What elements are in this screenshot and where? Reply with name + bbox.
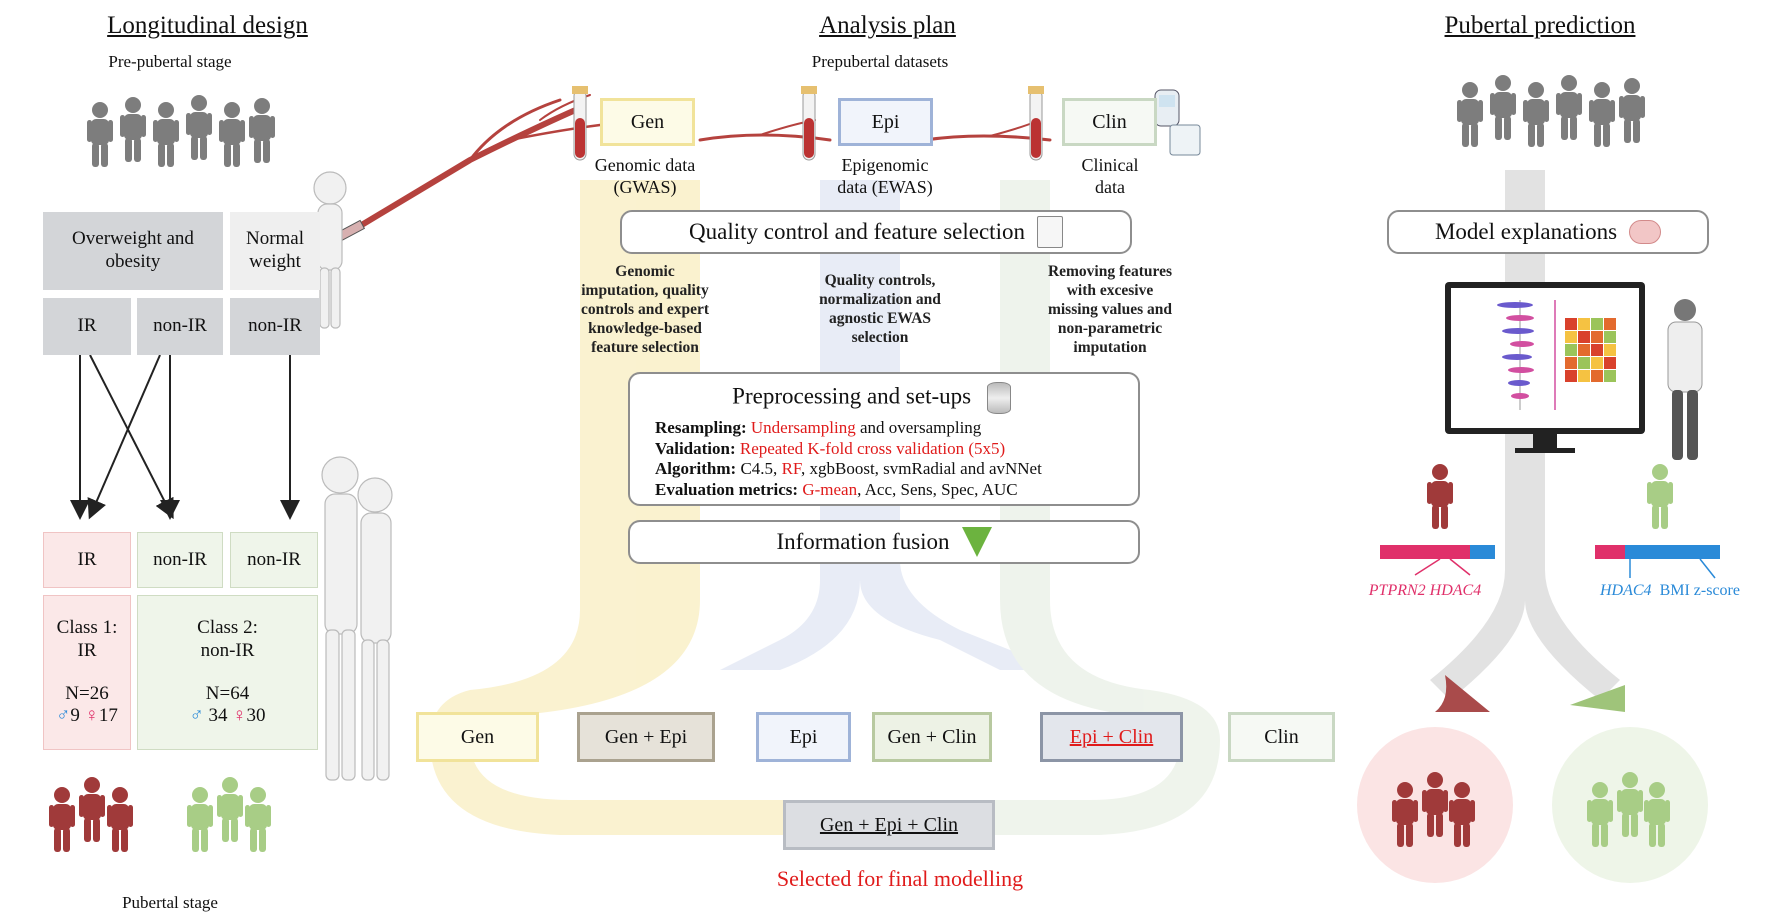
section-title-analysis: Analysis plan xyxy=(819,12,956,39)
gen-description: Genomic data (GWAS) xyxy=(580,155,710,198)
monitor-icon xyxy=(1445,282,1645,453)
class-arrows xyxy=(70,354,300,520)
combo-gen-epi: Gen + Epi xyxy=(577,712,715,762)
combo-epi-clin: Epi + Clin xyxy=(1040,712,1183,762)
clin-desc-line1: Clinical xyxy=(1081,155,1139,175)
prediction-flow xyxy=(1430,170,1620,700)
database-icon xyxy=(986,382,1011,414)
funnel-icon xyxy=(961,527,992,557)
nonir-gene-label: HDAC4 BMI z-score xyxy=(1580,582,1760,600)
class1-title: Class 1: xyxy=(56,616,118,638)
blood-tube-icons xyxy=(572,86,1044,161)
nonir-post-box: non-IR xyxy=(137,532,223,588)
shap-plot xyxy=(1497,300,1556,410)
class1-sex: ♂9 ♀17 xyxy=(56,705,118,728)
qc-title: Quality control and feature selection xyxy=(689,219,1025,244)
ir-pre-box: IR xyxy=(43,298,131,355)
pubertal-stage-label: Pubertal stage xyxy=(122,893,218,912)
male-icon: ♂ xyxy=(189,705,204,727)
epi-desc-line2: data (EWAS) xyxy=(837,176,933,197)
class1-n: N=26 xyxy=(65,682,109,704)
nonir-gene-1: HDAC4 xyxy=(1600,582,1652,599)
prepubertal-children xyxy=(87,95,275,167)
model-explanations-box: Model explanations xyxy=(1387,210,1709,254)
clin-desc-line2: data xyxy=(1095,176,1125,197)
class2-title: Class 2: xyxy=(197,616,258,638)
clin-flow xyxy=(900,180,1220,835)
prepubertal-stage-label: Pre-pubertal stage xyxy=(108,52,232,71)
dna-ir-icon xyxy=(1380,545,1495,576)
female-icon: ♀ xyxy=(232,705,247,727)
fusion-box: Information fusion xyxy=(628,520,1140,564)
gen-qc-text: Genomic imputation, quality controls and… xyxy=(580,263,709,356)
male-icon: ♂ xyxy=(56,705,71,727)
selected-label: Selected for final modelling xyxy=(776,866,1024,891)
predicted-ir-child xyxy=(1427,464,1453,529)
prep-title-row: Preprocessing and set-ups xyxy=(655,382,1138,414)
prep-title: Preprocessing and set-ups xyxy=(732,383,972,409)
dna-nonir-icon xyxy=(1595,545,1720,579)
class2-male-count: 34 xyxy=(208,705,228,727)
gen-flow xyxy=(430,180,800,835)
combo-all: Gen + Epi + Clin xyxy=(783,800,995,850)
combo-gen: Gen xyxy=(416,712,539,762)
qc-box: Quality control and feature selection xyxy=(620,210,1132,254)
nonir-gene-2: BMI z-score xyxy=(1659,582,1740,599)
class2-sex: ♂ 34 ♀30 xyxy=(190,705,266,728)
pubertal-nonir-children xyxy=(187,777,271,852)
glucometer-icon xyxy=(1154,89,1201,156)
resampling-row: Resampling: Undersampling and oversampli… xyxy=(655,418,982,437)
nonir-normal-pre-box: non-IR xyxy=(230,298,320,355)
pubertal-ir-children xyxy=(49,777,133,852)
fusion-title: Information fusion xyxy=(776,529,950,554)
adolescent-figures xyxy=(321,456,393,781)
predicted-nonir-child xyxy=(1647,464,1673,529)
combo-epi: Epi xyxy=(756,712,851,762)
heatmap-plot xyxy=(1565,318,1616,382)
section-title-prediction: Pubertal prediction xyxy=(1444,12,1636,39)
class2-n: N=64 xyxy=(205,682,250,704)
ir-gene-label: PTPRN2 HDAC4 xyxy=(1368,582,1482,599)
document-icon xyxy=(1036,216,1063,248)
overweight-box: Overweight and obesity xyxy=(43,212,223,290)
clin-description: Clinical data xyxy=(1045,155,1175,198)
prediction-children xyxy=(1457,75,1645,147)
class1-box: Class 1: IR N=26 ♂9 ♀17 xyxy=(43,595,131,750)
clin-dataset-box: Clin xyxy=(1062,98,1157,146)
class2-female-count: 30 xyxy=(246,705,266,727)
nonir-arrowhead xyxy=(1570,685,1625,712)
algorithm-row: Algorithm: C4.5, RF, xgbBoost, svmRadial… xyxy=(655,459,1042,479)
epi-dataset-box: Epi xyxy=(838,98,933,146)
normal-weight-box: Normal weight xyxy=(230,212,320,290)
epi-description: Epigenomic data (EWAS) xyxy=(815,155,955,198)
gen-desc-line2: (GWAS) xyxy=(613,176,677,197)
epi-qc-text: Quality controls, normalization and agno… xyxy=(819,272,941,346)
metrics-row: Evaluation metrics: G-mean, Acc, Sens, S… xyxy=(655,480,1018,500)
epi-desc-line1: Epigenomic xyxy=(841,155,929,175)
validation-row: Validation: Repeated K-fold cross valida… xyxy=(655,438,1006,458)
preprocessing-box: Preprocessing and set-ups Resampling: Un… xyxy=(628,372,1140,506)
child-figure xyxy=(313,171,347,329)
doctor-icon xyxy=(1667,299,1703,460)
brain-icon xyxy=(1629,220,1662,244)
nonir-pre-box: non-IR xyxy=(137,298,223,355)
class2-box: Class 2: non-IR N=64 ♂ 34 ♀30 xyxy=(137,595,318,750)
class1-female-count: 17 xyxy=(98,705,118,727)
gen-desc-line1: Genomic data xyxy=(594,155,696,175)
class1-male-count: 9 xyxy=(70,705,80,727)
class2-subtitle: non-IR xyxy=(200,639,255,661)
clin-qc-text: Removing features with excesive missing … xyxy=(1047,263,1173,356)
prepubertal-datasets-label: Prepubertal datasets xyxy=(811,52,949,71)
gen-dataset-box: Gen xyxy=(600,98,695,146)
section-title-longitudinal: Longitudinal design xyxy=(107,12,308,39)
ir-post-box: IR xyxy=(43,532,131,588)
ir-arrowhead xyxy=(1435,675,1490,712)
nonir-normal-post-box: non-IR xyxy=(230,532,318,588)
model-explanations-title: Model explanations xyxy=(1434,219,1618,244)
combo-clin: Clin xyxy=(1228,712,1335,762)
female-icon: ♀ xyxy=(84,705,99,727)
class1-subtitle: IR xyxy=(77,639,97,661)
combo-gen-clin: Gen + Clin xyxy=(872,712,992,762)
